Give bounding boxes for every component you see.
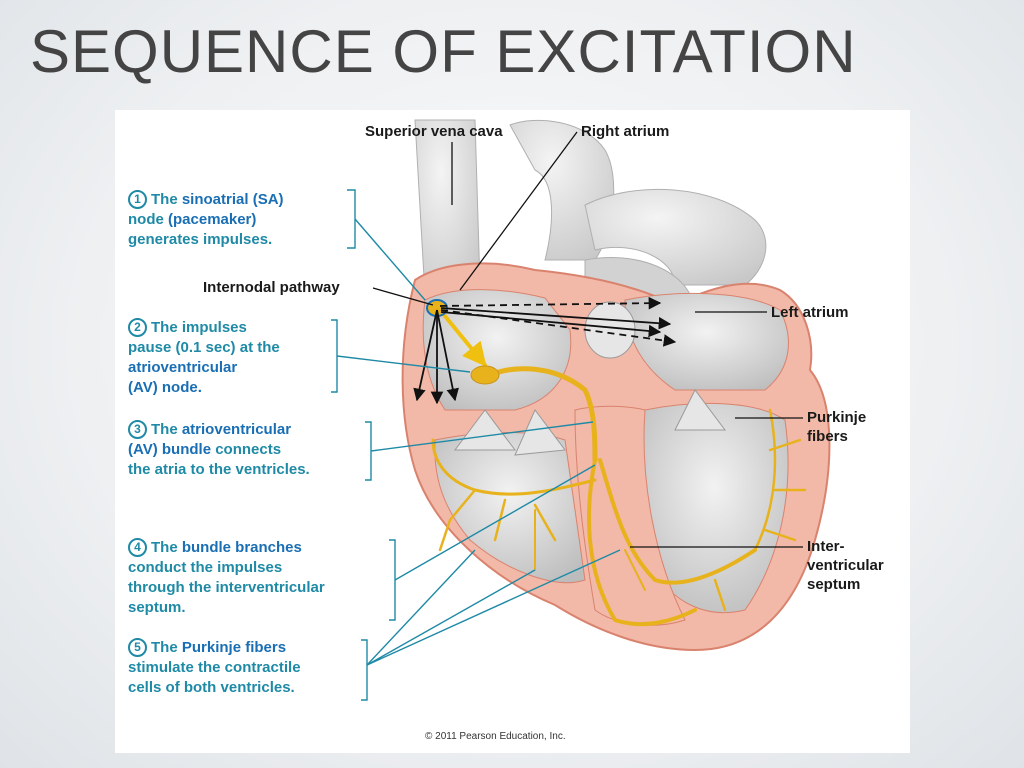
step-1-line: node (pacemaker) (128, 210, 284, 230)
step-number-badge: 2 (128, 318, 147, 337)
av-node (470, 365, 500, 385)
label-superior-vena-cava: Superior vena cava (365, 123, 503, 140)
step-text-segment: (AV) node. (128, 379, 202, 396)
step-text-segment: The impulses (151, 319, 247, 336)
step-text-segment: bundle branches (181, 539, 302, 556)
step-4-line: septum. (128, 598, 325, 618)
step-3-line: (AV) bundle connects (128, 440, 310, 460)
label-septum-line-1: Inter- (807, 538, 845, 555)
step-text-segment: septum. (128, 599, 186, 616)
label-purkinje-line-2: fibers (807, 428, 848, 445)
step-text-segment: node (128, 211, 164, 228)
step-text-segment: sinoatrial (SA) (181, 191, 284, 208)
label-purkinje-line-1: Purkinje (807, 409, 867, 426)
conduction-system (431, 308, 807, 627)
step-text-segment: generates impulses. (128, 231, 273, 248)
label-septum-line-2: ventricular (807, 557, 884, 574)
step-number-badge: 3 (128, 420, 147, 439)
step-number-badge: 4 (128, 538, 147, 557)
label-left-atrium: Left atrium (771, 304, 849, 321)
label-interventricular-septum: Inter- ventricular septum (807, 537, 884, 594)
copyright: © 2011 Pearson Education, Inc. (425, 731, 566, 742)
heart-valves (454, 301, 726, 456)
step-text-segment: (pacemaker) (163, 211, 257, 228)
step-text-segment: atrioventricular (181, 421, 292, 438)
step-text-segment: (AV) bundle (128, 441, 212, 458)
impulse-arrows (413, 296, 677, 405)
slide-title: SEQUENCE OF EXCITATION (30, 18, 857, 85)
step-number-badge: 5 (128, 638, 147, 657)
step-number-badge: 1 (128, 190, 147, 209)
step-5-line: stimulate the contractile (128, 658, 301, 678)
step-1-line: generates impulses. (128, 230, 284, 250)
step-text-segment: The (151, 421, 182, 438)
step-text-segment: atrioventricular (128, 359, 238, 376)
step-text-segment: the atria to the ventricles. (128, 461, 310, 478)
label-leaders (372, 131, 803, 548)
step-text-segment: through the interventricular (128, 579, 325, 596)
step-text-segment: pause (0.1 sec) at the (128, 339, 280, 356)
step-2-line: pause (0.1 sec) at the (128, 338, 280, 358)
step-callouts (331, 189, 621, 701)
heart-diagram: Superior vena cava Right atrium Internod… (115, 110, 910, 753)
step-text-segment: stimulate the contractile (128, 659, 301, 676)
step-text-segment: The (151, 639, 182, 656)
step-text-segment: The (151, 539, 182, 556)
label-right-atrium: Right atrium (581, 123, 670, 140)
right-ventricle-chamber (434, 432, 586, 584)
step-text-segment: conduct the impulses (128, 559, 283, 576)
label-purkinje-fibers: Purkinje fibers (807, 408, 866, 446)
step-3-line: the atria to the ventricles. (128, 460, 310, 480)
step-text-segment: The (151, 191, 182, 208)
step-text-segment: Purkinje fibers (181, 639, 287, 656)
step-text-segment: cells of both ventricles. (128, 679, 295, 696)
step-4-line: conduct the impulses (128, 558, 325, 578)
step-2-line: atrioventricular (128, 358, 280, 378)
label-internodal-pathway: Internodal pathway (203, 279, 340, 296)
interventricular-septum (574, 405, 686, 626)
step-5-line: cells of both ventricles. (128, 678, 301, 698)
heart-illustration (331, 119, 831, 701)
step-text-segment: connects (211, 441, 282, 458)
label-septum-line-3: septum (807, 576, 861, 593)
step-4-line: through the interventricular (128, 578, 325, 598)
step-2-line: (AV) node. (128, 378, 280, 398)
